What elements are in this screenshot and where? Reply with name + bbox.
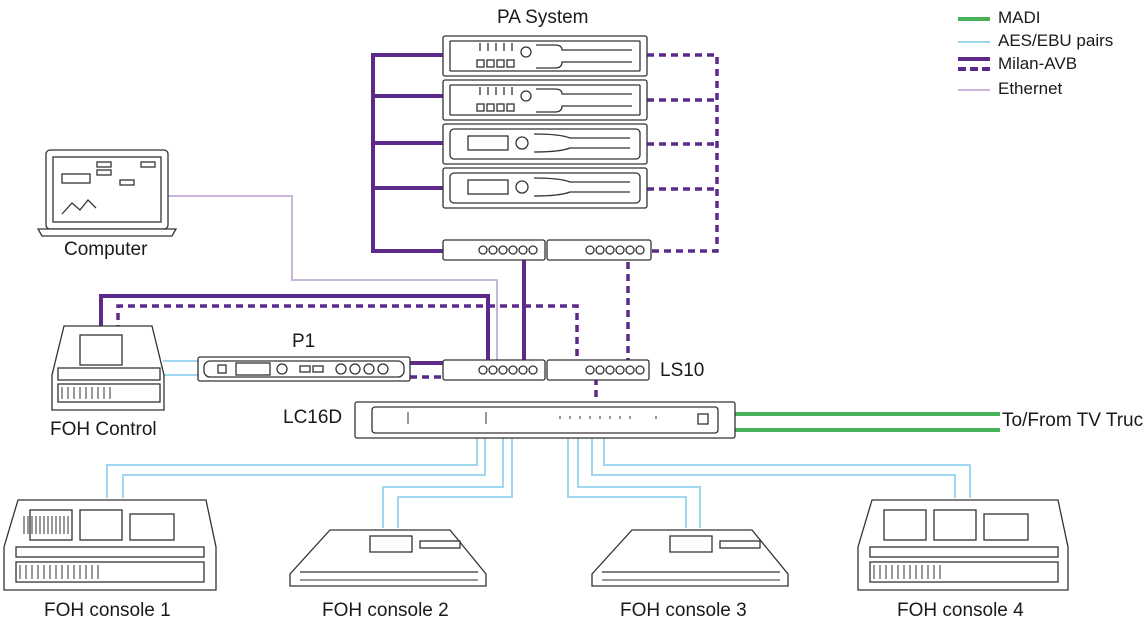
p1-processor [197,356,411,382]
pa-processor-1 [442,123,648,165]
pa-system-label: PA System [497,7,589,28]
tv-truck-label: To/From TV Truck [1002,410,1144,431]
ethernet-swatch [958,89,990,91]
legend-label-madi: MADI [998,8,1041,27]
milan-solid-swatch [958,57,990,61]
ls10-label: LS10 [660,360,705,381]
foh-control-desk [51,325,165,411]
aes-swatch [958,41,990,43]
p1-label: P1 [292,331,316,352]
legend-item-madi: MADI [958,8,1138,30]
foh-console-3-label: FOH console 3 [620,600,747,621]
pa-ls10-switch-1 [442,239,546,261]
computer-laptop [36,149,178,237]
madi-cables [735,412,1000,432]
foh-control-label: FOH Control [50,419,157,440]
milan-avb-primary-cables [99,53,526,365]
foh-console-2-label: FOH console 2 [322,600,449,621]
foh-console-1-desk [3,499,217,591]
lc16d-converter [354,401,736,439]
device-details [19,387,941,581]
pa-processor-2 [442,167,648,209]
computer-label: Computer [64,239,148,260]
milan-avb-secondary-cables [116,53,719,402]
lc16d-label: LC16D [283,407,343,428]
pa-ls10-switch-2 [546,239,652,261]
ls10-switch-1 [442,359,546,381]
madi-swatch [958,17,990,21]
milan-dashed-swatch [958,67,990,71]
foh-console-4-label: FOH console 4 [897,600,1024,621]
legend-item-milan: Milan-AVB [958,54,1138,76]
foh-console-3-desk [591,529,789,587]
legend-item-ethernet: Ethernet [958,79,1138,101]
legend-label-milan: Milan-AVB [998,54,1078,73]
foh-console-1-label: FOH console 1 [44,600,171,621]
pa-amplifier-1 [442,35,648,77]
aes-ebu-cables [106,360,971,528]
legend-item-aes: AES/EBU pairs [958,31,1138,53]
foh-console-2-desk [289,529,487,587]
ethernet-cable [168,195,498,362]
legend-label-aes: AES/EBU pairs [998,31,1114,50]
legend-label-ethernet: Ethernet [998,79,1063,98]
foh-console-4-desk [857,499,1069,591]
pa-amplifier-2 [442,79,648,121]
ls10-switch-2 [546,359,650,381]
